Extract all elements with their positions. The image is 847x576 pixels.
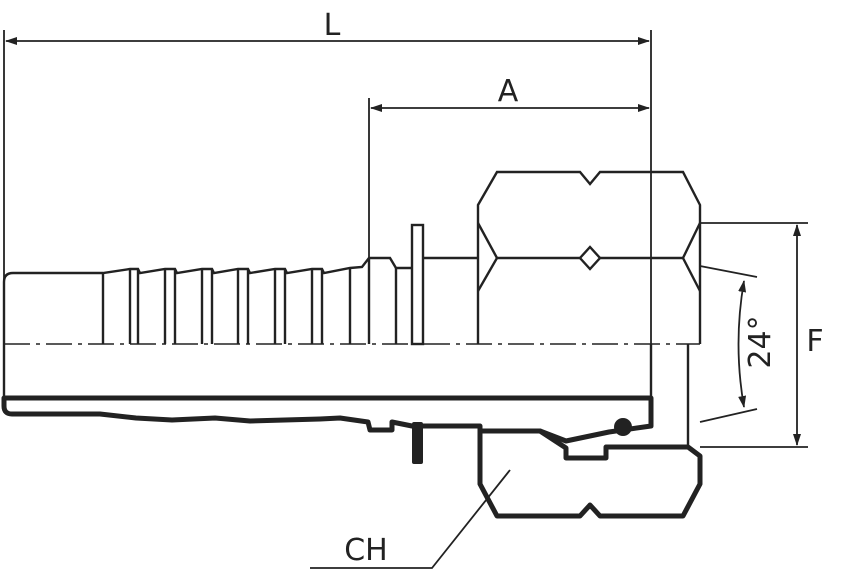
angle-dimension: 24°	[699, 265, 778, 423]
fitting-exterior-view	[2, 170, 702, 447]
dimension-l: L	[5, 8, 650, 45]
angle-label: 24°	[743, 315, 778, 368]
o-ring	[614, 418, 632, 436]
dimension-f-label: F	[806, 324, 823, 359]
fitting-section-view: CH	[1, 395, 703, 569]
nut-section	[477, 428, 703, 519]
dimension-l-label: L	[324, 8, 341, 43]
dimension-a: A	[370, 74, 650, 112]
hex-size-label: CH	[344, 533, 388, 568]
retaining-pin	[412, 422, 423, 464]
dimension-f: F	[793, 224, 824, 446]
dimension-a-label: A	[498, 74, 519, 109]
